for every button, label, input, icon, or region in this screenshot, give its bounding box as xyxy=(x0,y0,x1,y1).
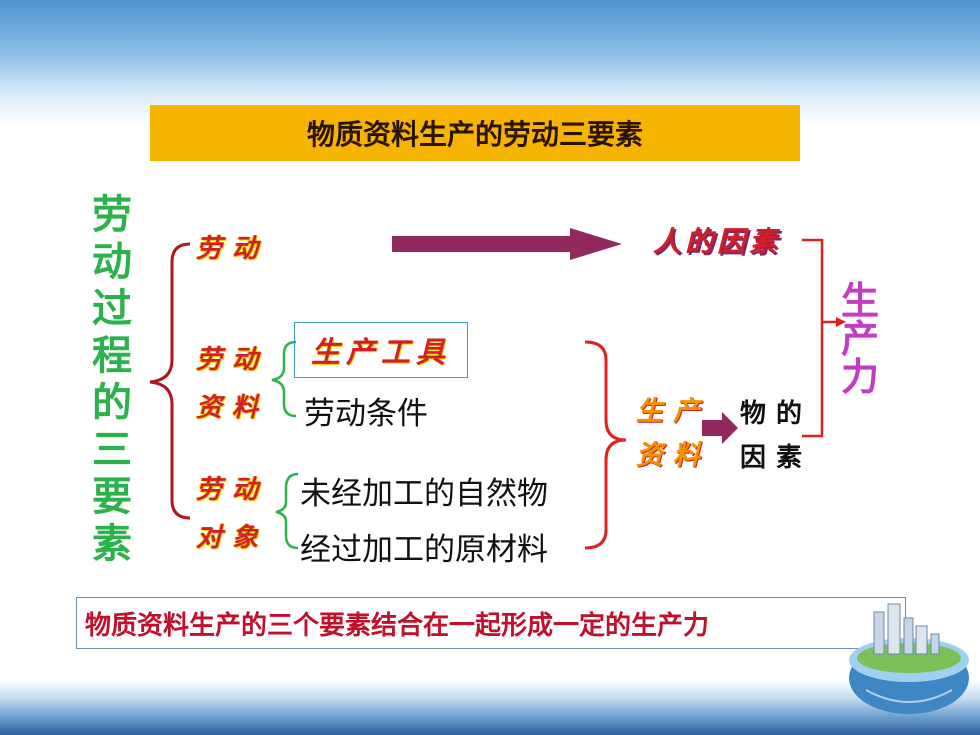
vertical-title-char: 的 xyxy=(92,380,132,426)
vertical-title-char: 素 xyxy=(92,521,132,567)
means-of-production-line: 资料 xyxy=(636,440,710,471)
material-factor-line: 物的 xyxy=(740,399,813,429)
productivity-arrowhead xyxy=(836,317,846,327)
material-factor: 物的 因素 xyxy=(740,392,812,480)
means-to-material-arrow xyxy=(702,412,738,444)
summary-box: 物质资料生产的三个要素结合在一起形成一定的生产力 xyxy=(76,597,906,649)
object-of-labor-label: 劳动 对象 xyxy=(196,466,268,562)
vertical-title-char: 要 xyxy=(92,474,132,520)
means-of-production: 生产 资料 xyxy=(636,390,710,478)
human-factor: 人的因素 xyxy=(653,225,782,258)
labor-conditions: 劳动条件 xyxy=(304,396,428,432)
vertical-title: 劳 动 过 程 的 三 要 素 xyxy=(88,192,136,568)
vertical-title-char: 程 xyxy=(92,333,132,379)
productivity-char: 产 xyxy=(840,317,879,361)
vertical-title-char: 劳 xyxy=(92,192,132,238)
vertical-title-char: 三 xyxy=(92,427,132,473)
production-tools-box: 生产工具 xyxy=(294,322,468,378)
means-of-labor-line: 劳动 xyxy=(196,345,269,375)
main-brace xyxy=(149,242,191,520)
vertical-title-char: 过 xyxy=(92,286,132,332)
globe-city-icon xyxy=(849,603,969,714)
object-of-labor-line: 劳动 xyxy=(196,475,269,505)
material-factor-line: 因素 xyxy=(740,443,813,473)
means-of-labor-label: 劳动 资料 xyxy=(196,336,268,432)
object-brace xyxy=(275,472,299,550)
object-item: 经过加工的原材料 xyxy=(300,532,548,568)
means-brace xyxy=(271,340,297,418)
vertical-title-char: 动 xyxy=(92,239,132,285)
productivity-char: 力 xyxy=(840,355,879,399)
labor-label: 劳动 xyxy=(196,234,269,264)
slide-title: 物质资料生产的劳动三要素 xyxy=(150,105,800,161)
productivity-bracket xyxy=(802,238,824,438)
means-production-bracket xyxy=(584,340,627,550)
object-item: 未经加工的自然物 xyxy=(300,476,548,512)
labor-arrow xyxy=(392,228,622,260)
means-of-labor-line: 资料 xyxy=(196,393,269,423)
object-of-labor-line: 对象 xyxy=(196,523,269,553)
productivity-char: 生 xyxy=(840,279,879,323)
means-of-production-line: 生产 xyxy=(636,396,710,427)
productivity: 生 产 力 xyxy=(840,282,880,396)
bottom-decorative-band xyxy=(0,680,980,735)
